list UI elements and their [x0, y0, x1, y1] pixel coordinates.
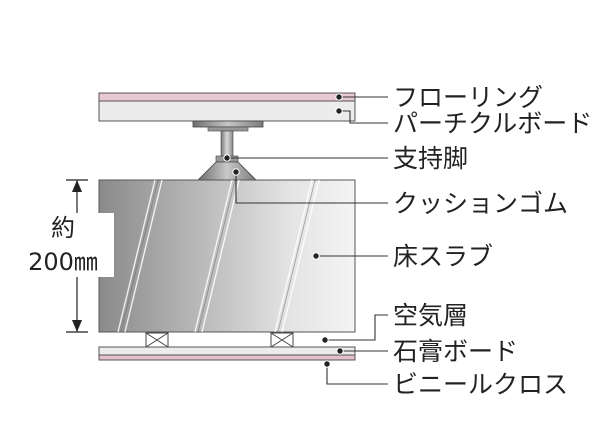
label-cushion-rubber: クッションゴム — [393, 189, 568, 218]
particle-board-layer — [98, 100, 356, 122]
dot-floor-slab — [312, 252, 320, 260]
dot-cushion-rubber — [232, 168, 240, 176]
cushion-rubber — [197, 161, 257, 181]
leader-vinyl-cloth — [326, 364, 388, 385]
ceiling-joist-right — [270, 332, 294, 348]
leader-cushion-rubber — [235, 172, 388, 204]
label-support-leg: 支持脚 — [393, 144, 468, 173]
dot-vinyl-cloth — [323, 360, 331, 368]
dot-gypsum-board — [336, 347, 344, 355]
label-vinyl-cloth: ビニールクロス — [393, 370, 568, 399]
dimension-value: 200㎜ — [28, 248, 98, 276]
label-flooring: フローリング — [393, 83, 543, 112]
dimension-arrow-bottom — [72, 320, 82, 332]
leader-particle-board — [339, 110, 388, 124]
label-air-layer: 空気層 — [393, 301, 468, 330]
dot-flooring — [335, 93, 343, 101]
dot-particle-board — [335, 107, 343, 115]
vinyl-cloth-layer — [98, 354, 356, 361]
slab-shadow-lines — [120, 179, 316, 333]
label-floor-slab: 床スラブ — [393, 242, 493, 271]
flooring-layer — [98, 92, 356, 102]
label-gypsum-board: 石膏ボード — [393, 337, 518, 366]
dot-support-leg — [223, 154, 231, 162]
leader-air-layer — [325, 314, 388, 341]
dot-air-layer — [321, 336, 329, 344]
label-particle-board: パーチクルボード — [393, 109, 592, 138]
dimension-arrow-top — [72, 180, 82, 192]
gypsum-board-layer — [98, 346, 356, 356]
dimension-prefix: 約 — [51, 214, 75, 242]
slab-texture-lines — [117, 179, 320, 333]
ceiling-joist-left — [145, 332, 169, 348]
